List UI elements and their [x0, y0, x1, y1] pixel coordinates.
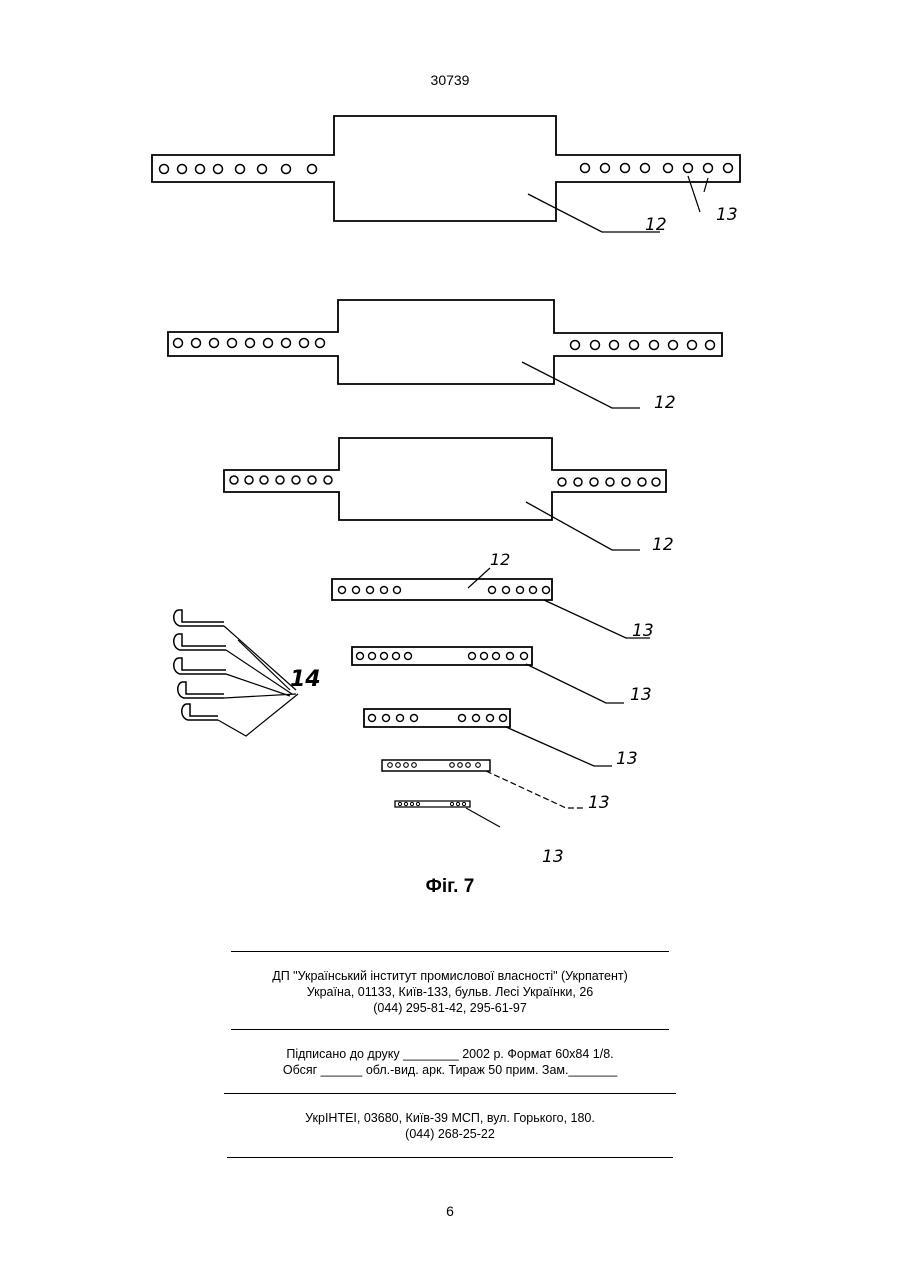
- publisher-name: ДП "Український інститут промислової вла…: [150, 968, 750, 984]
- label-13: 13: [716, 205, 738, 225]
- label-14: 14: [290, 667, 321, 692]
- label-12: 12: [490, 550, 510, 569]
- hole-row: [398, 802, 465, 805]
- figure-caption: Фіг. 7: [0, 876, 900, 898]
- hole-row: [174, 339, 715, 350]
- hole-row: [388, 763, 481, 768]
- publisher-block: ДП "Український інститут промислової вла…: [150, 968, 750, 1016]
- divider: [231, 951, 669, 952]
- hole-row: [339, 587, 550, 594]
- strip-5: 13: [395, 801, 564, 867]
- divider: [227, 1157, 673, 1158]
- hole-row: [230, 476, 660, 486]
- print-volume-line: Обсяг ______ обл.-вид. арк. Тираж 50 при…: [150, 1062, 750, 1078]
- label-13: 13: [616, 749, 638, 769]
- printer-address: УкрІНТЕІ, 03680, Київ-39 МСП, вул. Горьк…: [150, 1110, 750, 1126]
- label-12: 12: [652, 535, 674, 555]
- patent-number: 30739: [0, 72, 900, 88]
- print-signed-line: Підписано до друку ________ 2002 р. Форм…: [150, 1046, 750, 1062]
- print-block: Підписано до друку ________ 2002 р. Форм…: [150, 1046, 750, 1078]
- publisher-address: Україна, 01133, Київ-133, бульв. Лесі Ук…: [150, 984, 750, 1000]
- label-13: 13: [632, 621, 654, 641]
- label-13: 13: [630, 685, 652, 705]
- publisher-phone: (044) 295-81-42, 295-61-97: [150, 1000, 750, 1016]
- label-12: 12: [645, 215, 667, 235]
- hole-row: [357, 653, 528, 660]
- label-13: 13: [588, 793, 610, 813]
- label-13: 13: [542, 847, 564, 867]
- plate-3: 12: [224, 438, 674, 555]
- printer-phone: (044) 268-25-22: [150, 1126, 750, 1142]
- printer-block: УкрІНТЕІ, 03680, Київ-39 МСП, вул. Горьк…: [150, 1110, 750, 1142]
- plate-2: 12: [168, 300, 722, 413]
- label-12: 12: [654, 393, 676, 413]
- divider: [231, 1029, 669, 1030]
- strip-1: 12 13: [332, 550, 654, 641]
- plate-1: 12 13: [152, 116, 740, 235]
- strip-4: 13: [382, 760, 610, 813]
- strip-2: 13: [352, 647, 652, 705]
- hole-row: [160, 164, 733, 174]
- patent-figure: 12 13 12 12 12: [0, 100, 900, 890]
- hook-pins: 14: [174, 610, 321, 736]
- hole-row: [369, 715, 507, 722]
- divider: [224, 1093, 676, 1094]
- page-number: 6: [0, 1203, 900, 1219]
